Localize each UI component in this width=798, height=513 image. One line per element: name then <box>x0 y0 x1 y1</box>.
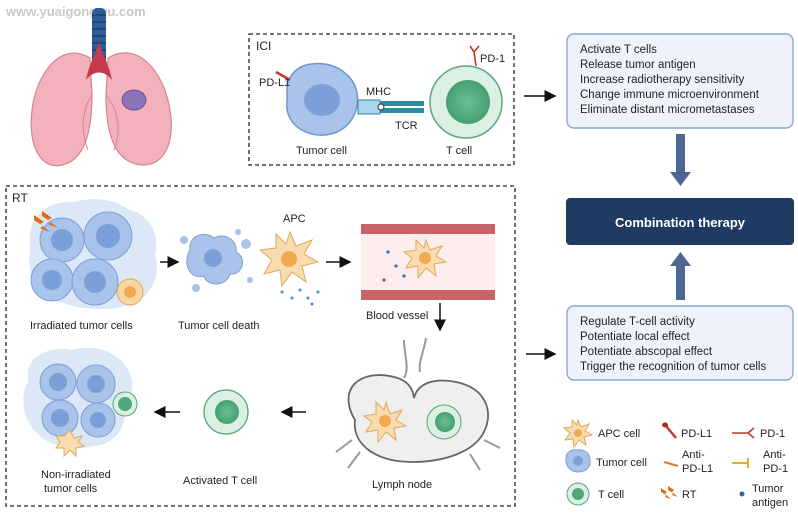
pd-l1-marker <box>275 70 291 82</box>
ici-tumor-cell <box>286 62 359 136</box>
ici-pd-l1-label: PD-L1 <box>259 77 290 89</box>
blood-vessel-label: Blood vessel <box>366 310 428 322</box>
lymph-node-icon <box>335 337 501 471</box>
ici-t-cell <box>429 65 503 139</box>
legend-rt-icon <box>661 486 678 499</box>
non-irradiated-label-line1: Non-irradiated <box>41 469 111 481</box>
ici-effect-4: Change immune microenvironment <box>580 89 760 101</box>
legend-pd-1-icon <box>732 427 755 439</box>
ici-effect-3: Increase radiotherapy sensitivity <box>580 74 745 86</box>
legend: APC cell PD-L1 PD-1 Tumor cell Anti- PD-… <box>562 418 788 509</box>
legend-pd-l1-label: PD-L1 <box>681 428 712 440</box>
ici-label: ICI <box>256 39 271 53</box>
down-block-arrow <box>670 134 691 186</box>
legend-pd-1-label: PD-1 <box>760 428 785 440</box>
legend-apc-label: APC cell <box>598 428 640 440</box>
tumor-cell-death-icon <box>180 229 253 292</box>
irradiated-tumor-cluster <box>29 199 157 310</box>
rt-effect-4: Trigger the recognition of tumor cells <box>580 361 766 373</box>
apc-label: APC <box>283 213 306 225</box>
activated-t-cell-label: Activated T cell <box>183 475 257 487</box>
combination-therapy-label: Combination therapy <box>615 215 746 230</box>
legend-t-cell-label: T cell <box>598 489 624 501</box>
lungs-icon <box>30 8 172 167</box>
watermark: www.yuaigongwu.com <box>5 4 146 19</box>
lymph-node-label: Lymph node <box>372 479 432 491</box>
legend-pd-l1-icon <box>662 422 677 439</box>
legend-tumor-antigen-icon <box>739 491 745 497</box>
rt-effects-box <box>566 305 794 381</box>
mhc-tcr-complex <box>357 99 424 115</box>
ici-effect-2: Release tumor antigen <box>580 59 696 71</box>
ici-effect-1: Activate T cells <box>580 44 657 56</box>
combination-therapy-box <box>566 198 794 245</box>
rt-apc-cell <box>258 230 320 306</box>
ici-box <box>248 33 515 166</box>
legend-tumor-label: Tumor cell <box>596 457 647 469</box>
up-block-arrow <box>670 252 691 300</box>
legend-anti-pd-1-label-2: PD-1 <box>763 463 788 475</box>
ici-pd-1-label: PD-1 <box>480 53 505 65</box>
rt-effect-3: Potentiate abscopal effect <box>580 346 713 358</box>
tumor-cell-death-label: Tumor cell death <box>178 320 260 332</box>
legend-tumor-antigen-label-1: Tumor <box>752 483 784 495</box>
blood-vessel-icon <box>361 224 495 300</box>
legend-tumor-icon <box>565 449 591 473</box>
ici-tumor-cell-label: Tumor cell <box>296 145 347 157</box>
legend-anti-pd-l1-label-1: Anti- <box>682 449 705 461</box>
rt-lightning-icon <box>34 211 58 232</box>
mhc-label: MHC <box>366 86 391 98</box>
ici-effect-5: Eliminate distant micrometastases <box>580 104 755 116</box>
legend-tumor-antigen-label-2: antigen <box>752 497 788 509</box>
legend-rt-label: RT <box>682 489 697 501</box>
non-irradiated-tumor-cluster <box>23 347 138 458</box>
legend-anti-pd-l1-icon <box>663 461 679 467</box>
ici-effects-box <box>566 33 794 129</box>
pd-1-marker <box>469 45 480 67</box>
rt-effect-1: Regulate T-cell activity <box>580 316 695 328</box>
legend-anti-pd-l1-label-2: PD-L1 <box>682 463 713 475</box>
tcr-label: TCR <box>395 120 418 132</box>
legend-anti-pd-1-icon <box>732 458 749 468</box>
legend-apc-icon <box>562 418 594 449</box>
rt-effect-2: Potentiate local effect <box>580 331 691 343</box>
ici-t-cell-label: T cell <box>446 145 472 157</box>
legend-t-cell-icon <box>566 482 590 506</box>
irradiated-label: Irradiated tumor cells <box>30 320 133 332</box>
legend-anti-pd-1-label-1: Anti- <box>763 449 786 461</box>
non-irradiated-label-line2: tumor cells <box>44 483 98 495</box>
rt-box <box>5 185 516 507</box>
rt-label: RT <box>12 191 28 205</box>
activated-t-cell-icon <box>203 389 249 435</box>
